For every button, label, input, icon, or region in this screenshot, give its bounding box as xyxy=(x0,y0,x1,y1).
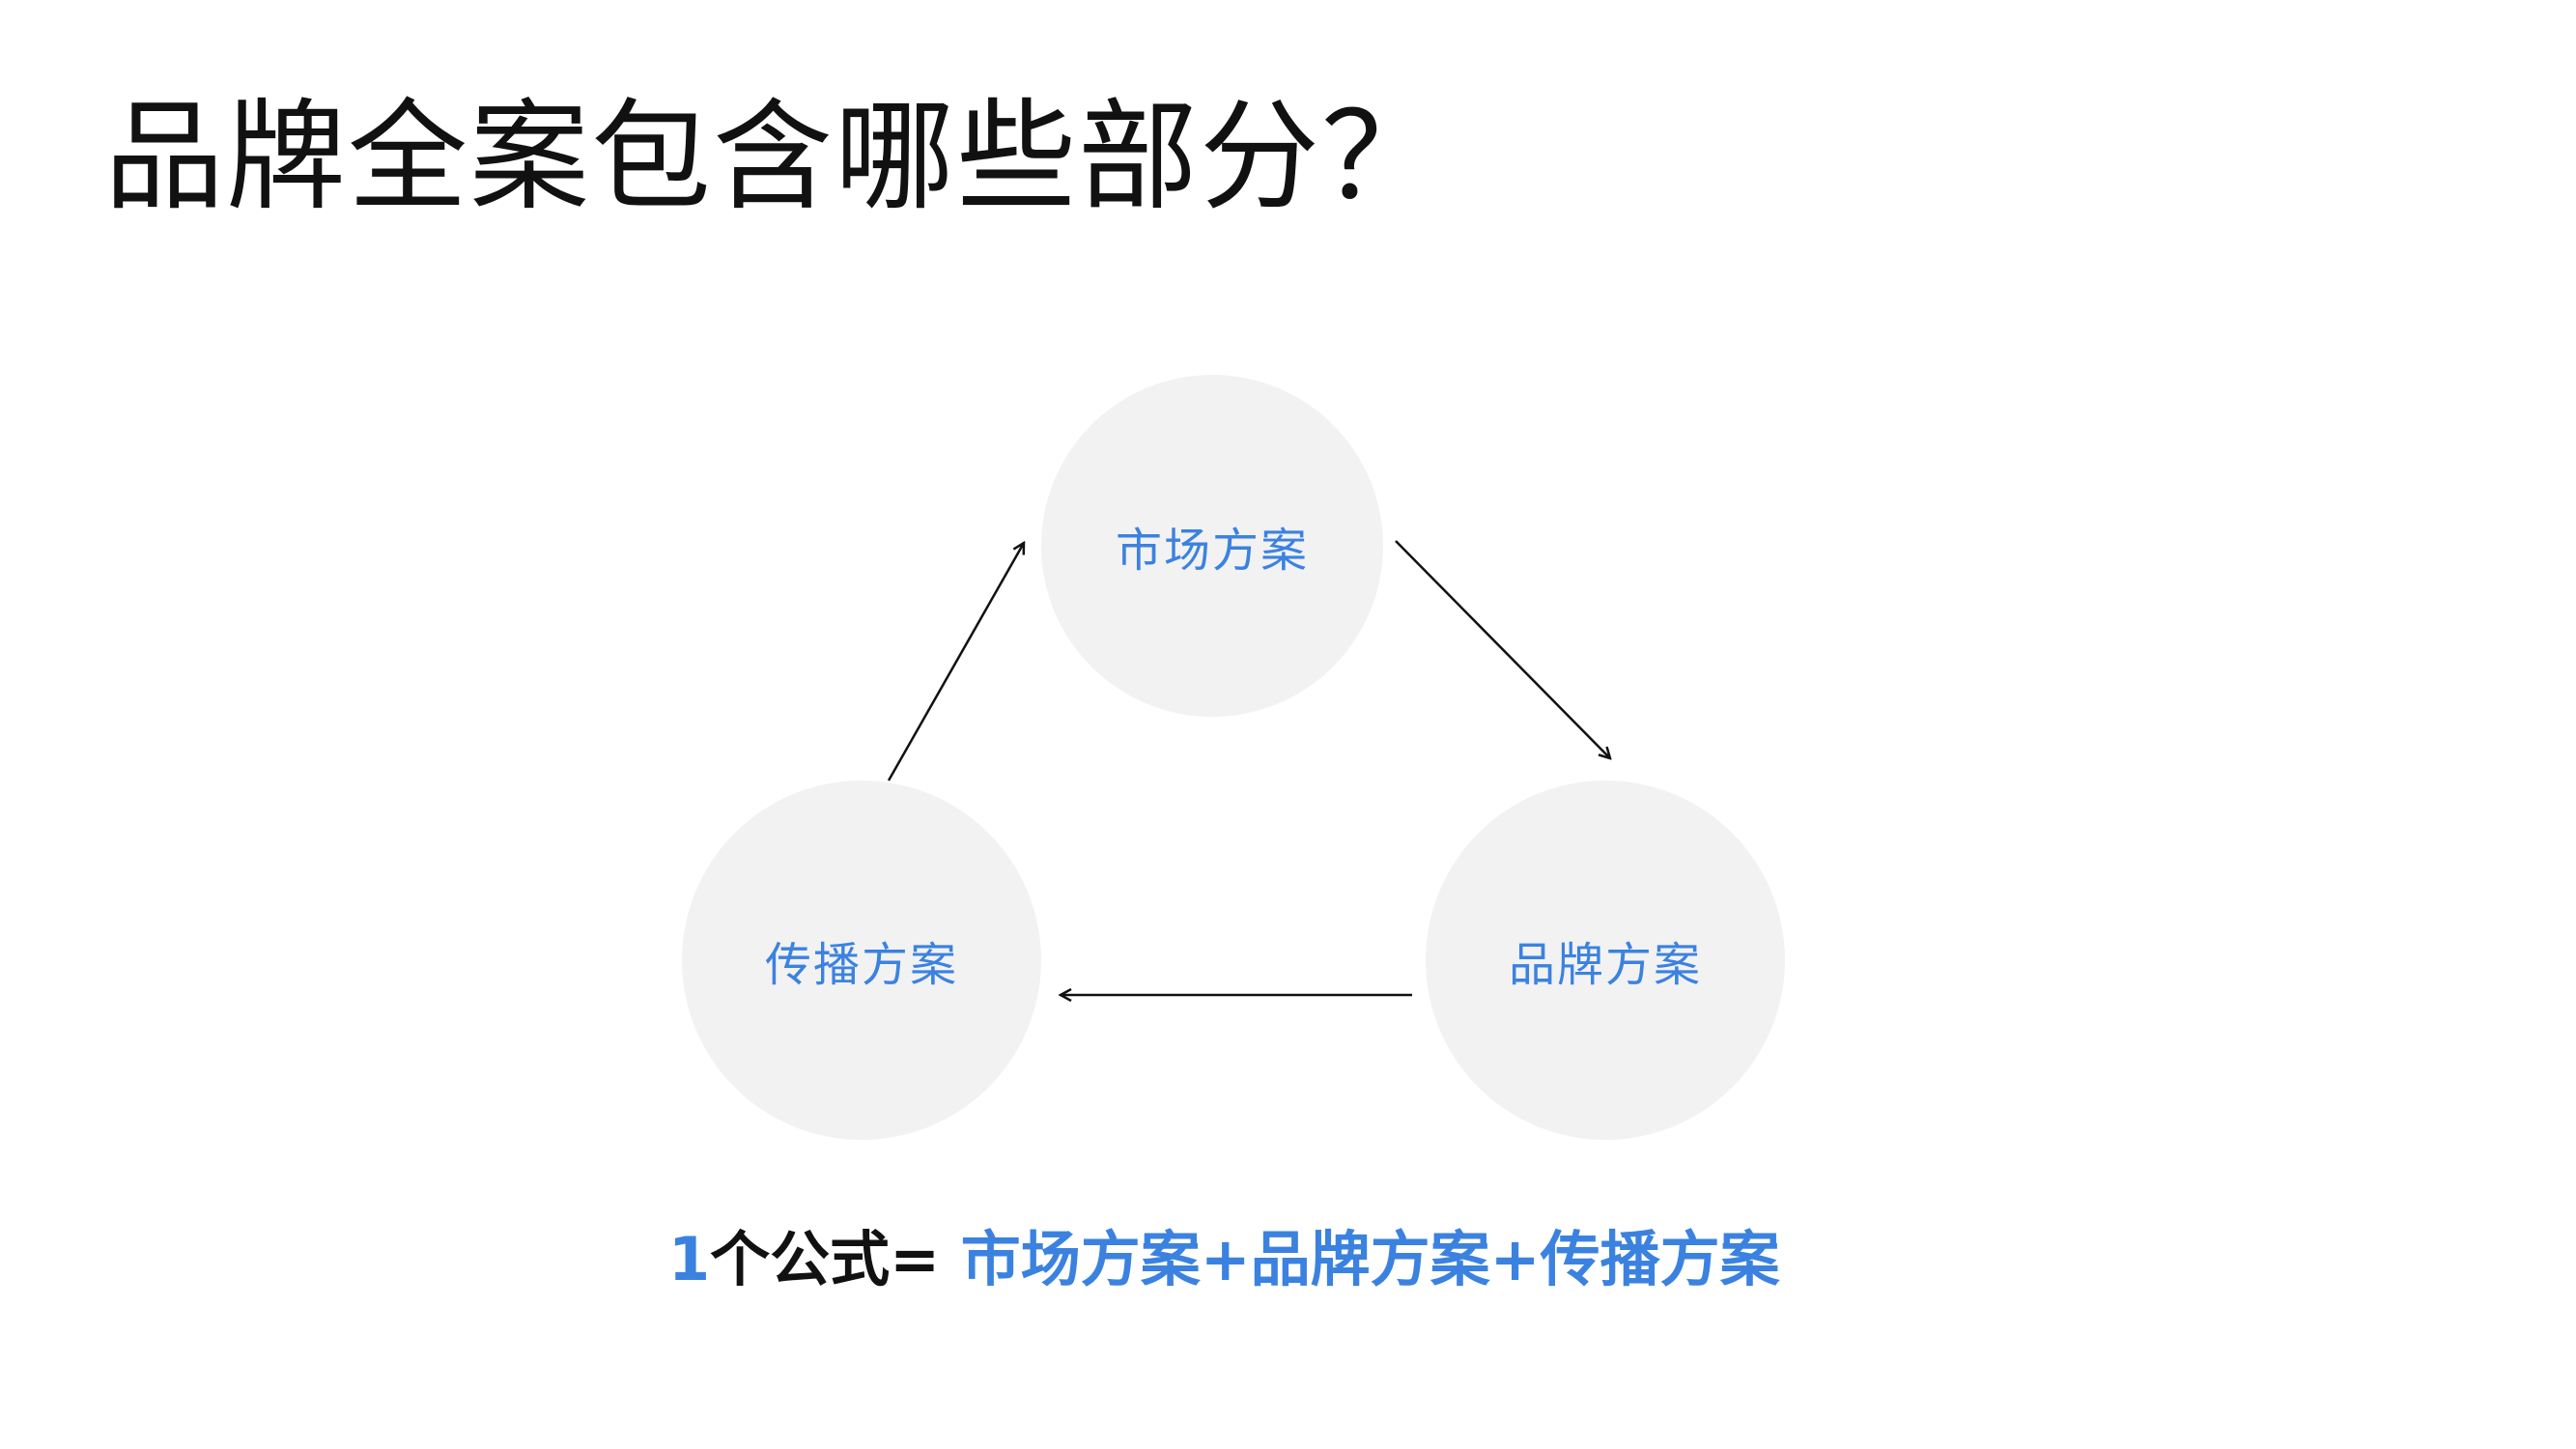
node-market-plan-label: 市场方案 xyxy=(1115,524,1309,578)
formula-number: 1 xyxy=(668,1224,711,1294)
formula-lead: 个公式 xyxy=(710,1224,891,1294)
node-market-plan: 市场方案 xyxy=(1041,375,1383,717)
node-brand-plan-label: 品牌方案 xyxy=(1508,938,1702,992)
node-brand-plan: 品牌方案 xyxy=(1426,781,1785,1140)
node-communication-plan-label: 传播方案 xyxy=(764,938,958,992)
formula-text: 1个公式= 市场方案+品牌方案+传播方案 xyxy=(668,1222,1808,1297)
slide-title: 品牌全案包含哪些部分？ xyxy=(104,88,1444,227)
formula-equals: = xyxy=(890,1224,961,1294)
node-communication-plan: 传播方案 xyxy=(682,781,1041,1140)
formula-items: 市场方案+品牌方案+传播方案 xyxy=(960,1224,1780,1294)
arrow-spread-to-market xyxy=(887,543,1024,781)
arrow-market-to-brand xyxy=(1395,540,1610,758)
